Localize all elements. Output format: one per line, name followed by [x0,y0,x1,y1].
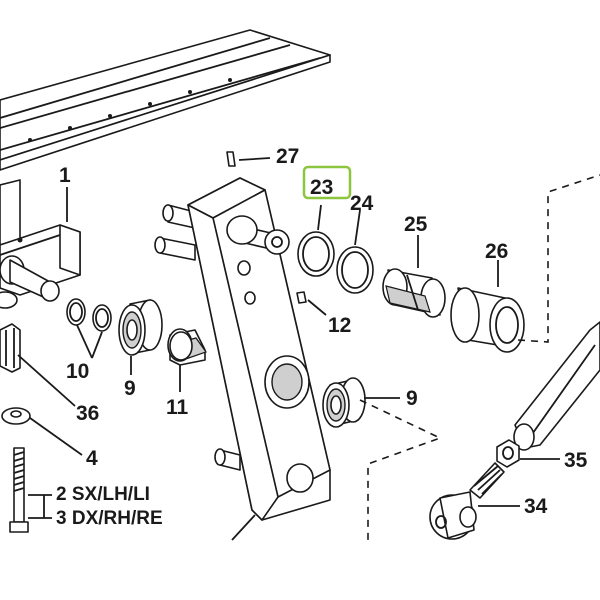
part-24-o-ring [336,246,374,294]
part-9-bearing-right [322,377,366,428]
part-12-grease-fitting [296,291,327,316]
assembly-dash-lines [359,174,600,540]
part-23-o-ring [297,231,335,277]
callout-3: 3 DX/RH/RE [56,508,163,529]
callout-12: 12 [328,314,351,337]
callout-labels: 1 27 23 24 25 26 12 10 9 11 9 36 4 2 SX/… [56,145,588,529]
callout-10: 10 [66,360,89,383]
callout-23: 23 [310,176,333,199]
part-1-bracket [0,179,81,309]
part-27-roll-pin [226,151,271,167]
leader-lines [17,187,560,541]
part-9-bearing-left [118,299,163,356]
callout-2: 2 SX/LH/LI [56,484,150,505]
callout-36: 36 [76,402,99,425]
callout-4: 4 [86,447,98,470]
callout-35: 35 [564,449,588,472]
part-4-washer [1,407,31,425]
frame-rail [0,29,331,171]
callout-24: 24 [350,192,374,215]
part-36-spring-clip [0,323,21,373]
main-arm-plate [154,177,331,521]
part-25-bushing [382,268,446,318]
part-2-3-bolt [9,447,29,533]
part-10-o-rings [66,298,112,332]
callout-27: 27 [276,145,299,168]
part-35-nut [496,439,520,468]
callout-1: 1 [59,164,71,187]
callout-11: 11 [166,396,189,419]
callout-9-right: 9 [406,387,418,410]
highlight-box-23 [302,165,352,200]
part-11-bushing [167,328,207,366]
part-arm-right [513,321,600,451]
callout-25: 25 [404,213,428,236]
callout-26: 26 [485,240,508,263]
callout-9-left: 9 [124,377,136,400]
part-26-bearing-housing [450,287,525,353]
callout-34: 34 [524,495,548,518]
part-34-rod-end [429,462,505,540]
